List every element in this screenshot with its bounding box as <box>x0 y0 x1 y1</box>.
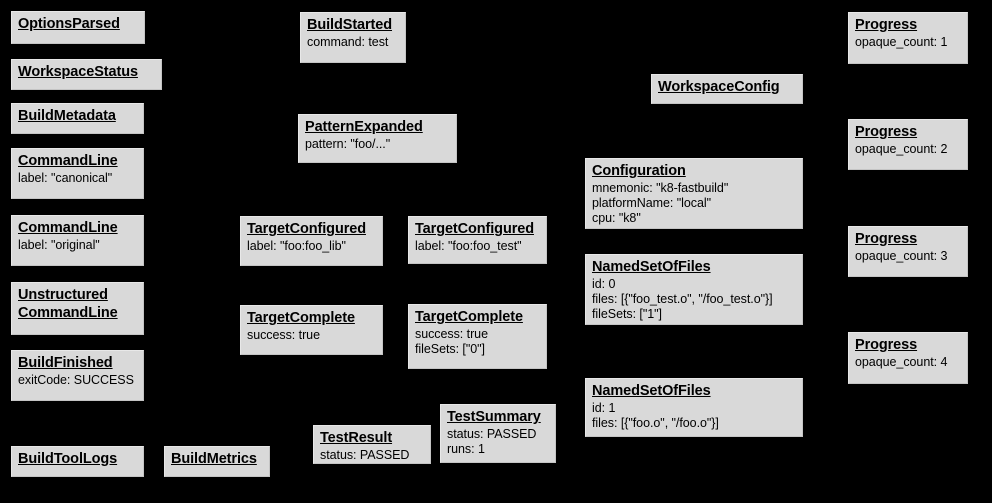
node-field: fileSets: ["1"] <box>592 306 662 321</box>
node-field: runs: 1 <box>447 441 485 456</box>
node-build-metrics[interactable]: BuildMetrics <box>164 446 270 477</box>
node-title: WorkspaceConfig <box>658 79 780 95</box>
node-field: label: "foo:foo_test" <box>415 239 522 254</box>
node-target-complete-lib[interactable]: TargetComplete success: true <box>240 305 383 355</box>
node-title: NamedSetOfFiles <box>592 383 711 399</box>
node-field: success: true <box>247 328 320 343</box>
node-pattern-expanded[interactable]: PatternExpanded pattern: "foo/..." <box>298 114 457 163</box>
node-options-parsed[interactable]: OptionsParsed <box>11 11 145 44</box>
node-progress-1[interactable]: Progress opaque_count: 1 <box>848 12 968 64</box>
node-field: mnemonic: "k8-fastbuild" <box>592 181 729 196</box>
node-build-finished[interactable]: BuildFinished exitCode: SUCCESS <box>11 350 144 401</box>
node-field: opaque_count: 3 <box>855 249 948 264</box>
node-title: Progress <box>855 337 918 353</box>
node-title: OptionsParsed <box>18 16 120 32</box>
node-unstructured-command-line[interactable]: Unstructured CommandLine <box>11 282 144 335</box>
node-title: TestSummary <box>447 409 541 425</box>
node-field: pattern: "foo/..." <box>305 137 391 152</box>
node-build-started[interactable]: BuildStarted command: test <box>300 12 406 63</box>
node-title: BuildFinished <box>18 355 113 371</box>
node-title: BuildMetadata <box>18 108 116 124</box>
node-field: opaque_count: 4 <box>855 355 948 370</box>
node-field: platformName: "local" <box>592 195 711 210</box>
node-field: exitCode: SUCCESS <box>18 373 134 388</box>
node-field: label: "canonical" <box>18 171 113 186</box>
node-field: opaque_count: 2 <box>855 142 948 157</box>
node-field: success: true <box>415 327 488 342</box>
node-title: TargetComplete <box>247 310 355 326</box>
node-title: BuildStarted <box>307 17 393 33</box>
node-progress-3[interactable]: Progress opaque_count: 3 <box>848 226 968 277</box>
node-title: TestResult <box>320 430 393 446</box>
node-title: NamedSetOfFiles <box>592 259 711 275</box>
node-field: files: [{"foo.o", "/foo.o"}] <box>592 415 719 430</box>
node-target-configured-test[interactable]: TargetConfigured label: "foo:foo_test" <box>408 216 547 264</box>
node-workspace-config[interactable]: WorkspaceConfig <box>651 74 803 104</box>
node-progress-2[interactable]: Progress opaque_count: 2 <box>848 119 968 170</box>
node-field: status: PASSED <box>320 448 410 463</box>
node-field: command: test <box>307 35 389 50</box>
node-build-tool-logs[interactable]: BuildToolLogs <box>11 446 144 477</box>
node-progress-4[interactable]: Progress opaque_count: 4 <box>848 332 968 384</box>
node-title: WorkspaceStatus <box>18 64 138 80</box>
node-field: files: [{"foo_test.o", "/foo_test.o"}] <box>592 291 773 306</box>
node-target-configured-lib[interactable]: TargetConfigured label: "foo:foo_lib" <box>240 216 383 266</box>
node-configuration[interactable]: Configuration mnemonic: "k8-fastbuild" p… <box>585 158 803 229</box>
node-test-result[interactable]: TestResult status: PASSED <box>313 425 431 464</box>
node-title: CommandLine <box>18 153 118 169</box>
node-command-line-original[interactable]: CommandLine label: "original" <box>11 215 144 266</box>
node-field: status: PASSED <box>447 427 537 442</box>
node-target-complete-test[interactable]: TargetComplete success: true fileSets: [… <box>408 304 547 369</box>
node-field: opaque_count: 1 <box>855 35 948 50</box>
node-command-line-canonical[interactable]: CommandLine label: "canonical" <box>11 148 144 199</box>
node-title: BuildToolLogs <box>18 451 118 467</box>
node-test-summary[interactable]: TestSummary status: PASSED runs: 1 <box>440 404 556 463</box>
node-title: CommandLine <box>18 220 118 236</box>
node-field: id: 0 <box>592 277 616 292</box>
node-field: fileSets: ["0"] <box>415 341 485 356</box>
node-title: Progress <box>855 231 918 247</box>
node-title: TargetComplete <box>415 309 523 325</box>
node-title: Unstructured CommandLine <box>18 287 118 321</box>
node-title: TargetConfigured <box>247 221 366 237</box>
node-field: label: "foo:foo_lib" <box>247 239 346 254</box>
node-title: Progress <box>855 17 918 33</box>
node-title: Progress <box>855 124 918 140</box>
node-title: PatternExpanded <box>305 119 423 135</box>
node-named-set-of-files-0[interactable]: NamedSetOfFiles id: 0 files: [{"foo_test… <box>585 254 803 325</box>
node-field: cpu: "k8" <box>592 210 641 225</box>
node-title: TargetConfigured <box>415 221 534 237</box>
node-field: label: "original" <box>18 238 100 253</box>
node-title: Configuration <box>592 163 686 179</box>
node-field: id: 1 <box>592 401 616 416</box>
node-title: BuildMetrics <box>171 451 257 467</box>
node-named-set-of-files-1[interactable]: NamedSetOfFiles id: 1 files: [{"foo.o", … <box>585 378 803 437</box>
node-build-metadata[interactable]: BuildMetadata <box>11 103 144 134</box>
node-workspace-status[interactable]: WorkspaceStatus <box>11 59 162 90</box>
